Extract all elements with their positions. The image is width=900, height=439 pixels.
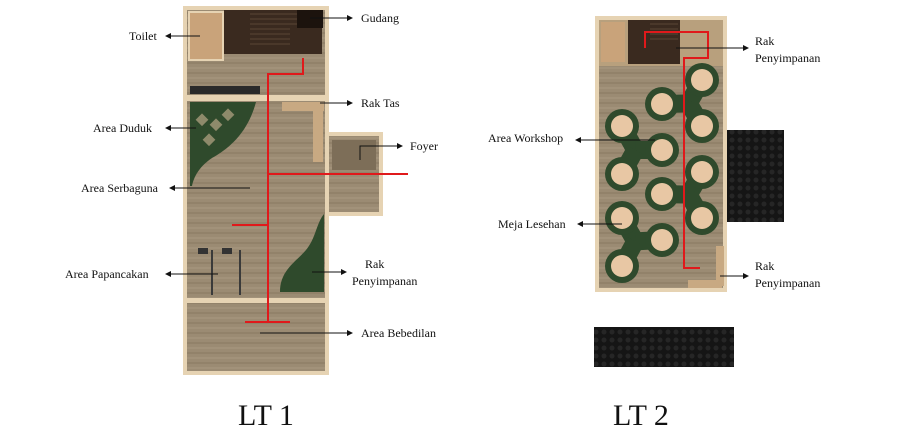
area-duduk-seating (190, 102, 256, 186)
label-rak-penyimpanan-2: Penyimpanan (352, 274, 417, 288)
workshop-tables (605, 63, 719, 283)
floor1-plan (183, 6, 408, 375)
floor2-bottom-block (594, 327, 734, 367)
label-area-bebedilan: Area Bebedilan (361, 326, 436, 340)
label-rak-tas: Rak Tas (361, 96, 400, 110)
label-area-papancakan: Area Papancakan (65, 267, 149, 281)
label-rak-top-1: Rak (755, 34, 774, 48)
floor1-leaders (165, 15, 403, 336)
label-area-duduk: Area Duduk (93, 121, 152, 135)
foyer-inner (332, 140, 376, 170)
floor2-leaders (575, 45, 749, 279)
label-foyer: Foyer (410, 139, 438, 153)
meja-lesehan-table (645, 63, 719, 143)
label-rak-top-2: Penyimpanan (755, 51, 820, 65)
floor1-outline (183, 6, 329, 375)
counter (190, 86, 260, 94)
seat-cushion (691, 69, 713, 91)
seat-cushion (651, 139, 673, 161)
seat-cushion (611, 115, 633, 137)
meja-lesehan-table (605, 201, 679, 283)
rak-tas-shelf-side (313, 102, 323, 162)
caption-lt1: LT 1 (238, 399, 294, 432)
floor2-circulation-path (644, 31, 709, 269)
stairs-floor2 (650, 23, 678, 40)
gudang-dark-block (297, 10, 323, 28)
meja-lesehan-table (605, 109, 679, 191)
seat-cushion (651, 229, 673, 251)
floor2-plan (594, 16, 784, 367)
label-area-serbaguna: Area Serbaguna (81, 181, 159, 195)
label-area-workshop: Area Workshop (488, 131, 563, 145)
label-toilet: Toilet (129, 29, 157, 43)
caption-lt2: LT 2 (613, 399, 669, 432)
area-duduk-cushions (195, 108, 235, 147)
floor1-wall-bottom (185, 298, 327, 303)
seat-cushion (691, 161, 713, 183)
label-rak-bottom-1: Rak (755, 259, 774, 273)
floor1-wall-mid (185, 95, 327, 101)
label-rak-penyimpanan-1: Rak (365, 257, 384, 271)
rak-tas-shelf (282, 102, 324, 111)
label-meja-lesehan: Meja Lesehan (498, 217, 566, 231)
floor1-circulation-path (232, 58, 408, 323)
seat-cushion (691, 207, 713, 229)
floor2-toilet (601, 22, 625, 62)
papancakan-board-2 (222, 248, 232, 254)
label-gudang: Gudang (361, 11, 399, 25)
seat-cushion (651, 183, 673, 205)
floor2-right-shelf (716, 246, 724, 286)
seat-cushion (611, 255, 633, 277)
floor2-bottom-shelf (688, 280, 722, 288)
label-rak-bottom-2: Penyimpanan (755, 276, 820, 290)
seat-cushion (611, 207, 633, 229)
seat-cushion (651, 93, 673, 115)
seat-cushion (611, 163, 633, 185)
floor2-stairs-room (628, 20, 680, 64)
papancakan-board-1 (198, 248, 208, 254)
floor2-side-block (726, 130, 784, 222)
seat-cushion (691, 115, 713, 137)
meja-lesehan-table (645, 155, 719, 235)
